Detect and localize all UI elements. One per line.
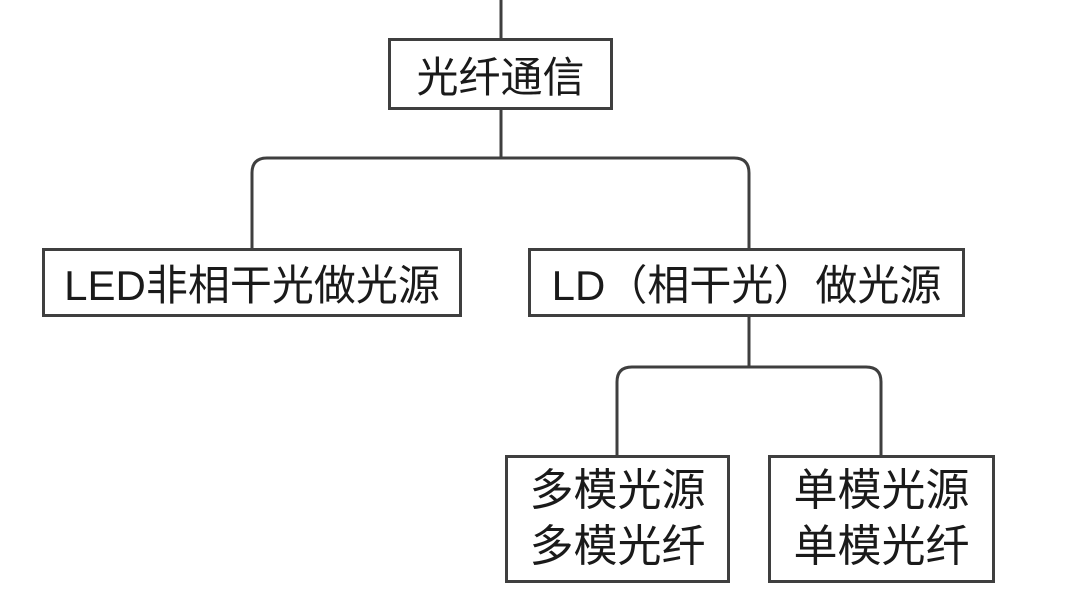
node-led-noncoherent-source-label: LED非相干光做光源 (64, 262, 440, 309)
node-fiber-optic-communication-label: 光纤通信 (416, 53, 585, 101)
node-multimode-source-fiber: 多模光源 多模光纤 (505, 455, 730, 583)
edge-root-children (250, 156, 751, 249)
node-fiber-optic-communication: 光纤通信 (388, 38, 613, 110)
node-ld-coherent-source: LD（相干光）做光源 (528, 248, 965, 317)
node-ld-coherent-source-label: LD（相干光）做光源 (551, 262, 942, 309)
node-multimode-source-fiber-label: 多模光源 多模光纤 (529, 466, 706, 571)
node-singlemode-source-fiber-label: 单模光源 单模光纤 (793, 466, 970, 571)
node-singlemode-source-fiber: 单模光源 单模光纤 (768, 455, 995, 583)
edge-ld-children (615, 365, 883, 456)
node-led-noncoherent-source: LED非相干光做光源 (42, 248, 462, 317)
